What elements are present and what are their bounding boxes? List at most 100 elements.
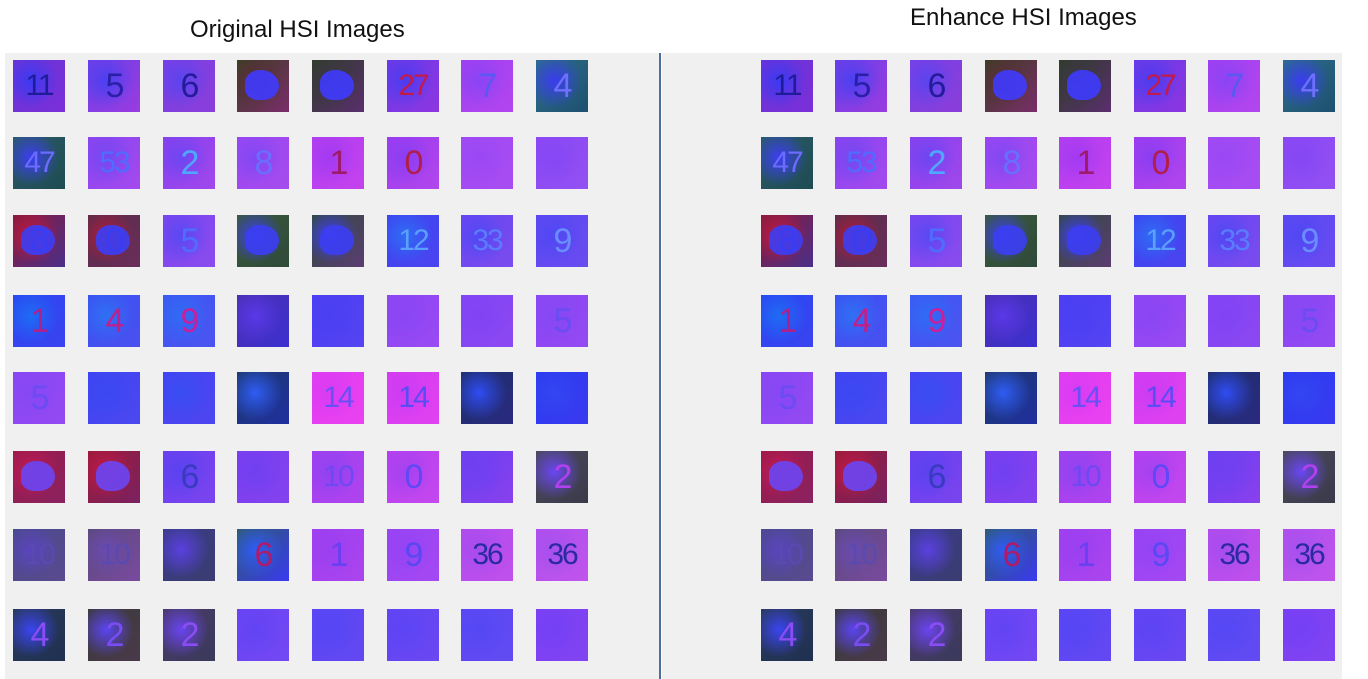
original-image-tile: 1 xyxy=(312,529,364,581)
tile-blob xyxy=(993,70,1027,100)
tile-digit: 33 xyxy=(1219,224,1250,257)
enhanced-image-tile xyxy=(910,372,962,424)
tile-digit: 6 xyxy=(927,458,947,496)
tile-blob xyxy=(1067,225,1101,255)
enhanced-image-tile: 7 xyxy=(1208,60,1260,112)
tile-digit: 14 xyxy=(323,381,354,414)
original-image-tile: 8 xyxy=(13,215,65,267)
enhanced-image-tile: 5 xyxy=(761,372,813,424)
tile-blob xyxy=(993,225,1027,255)
original-image-tile xyxy=(237,295,289,347)
enhanced-image-tile: 2 xyxy=(910,137,962,189)
tile-blob xyxy=(21,461,55,491)
enhanced-image-tile xyxy=(1134,609,1186,661)
original-image-tile xyxy=(163,529,215,581)
tile-digit: 2 xyxy=(852,616,872,654)
tile-digit: 14 xyxy=(398,381,429,414)
enhanced-image-tile: 9 xyxy=(1134,529,1186,581)
original-image-tile: 1 xyxy=(312,137,364,189)
tile-digit: 1 xyxy=(329,144,349,182)
enhanced-image-tile xyxy=(1059,215,1111,267)
tile-digit: 27 xyxy=(1145,69,1176,102)
tile-digit: 10 xyxy=(99,538,130,571)
original-image-tile xyxy=(237,372,289,424)
original-image-tile: 10 xyxy=(88,529,140,581)
tile-digit: 4 xyxy=(105,302,125,340)
enhanced-image-tile: 4 xyxy=(835,295,887,347)
enhanced-image-tile: 9 xyxy=(1283,215,1335,267)
enhanced-image-tile: 10 xyxy=(835,529,887,581)
tile-blob xyxy=(1067,70,1101,100)
panel-divider[interactable] xyxy=(659,53,661,679)
enhanced-image-tile xyxy=(985,609,1037,661)
original-image-tile xyxy=(461,451,513,503)
original-image-tile: 11 xyxy=(13,60,65,112)
enhanced-image-tile: 1 xyxy=(761,295,813,347)
enhanced-image-tile: 2 xyxy=(1283,451,1335,503)
enhanced-image-tile: 0 xyxy=(1134,137,1186,189)
enhanced-image-tile xyxy=(1134,295,1186,347)
original-image-tile: 4 xyxy=(536,60,588,112)
enhanced-image-tile: 4 xyxy=(1283,60,1335,112)
tile-digit: 2 xyxy=(105,616,125,654)
original-image-tile xyxy=(461,295,513,347)
tile-digit: 2 xyxy=(927,144,947,182)
enhanced-image-tile xyxy=(835,451,887,503)
original-image-tile xyxy=(461,609,513,661)
tile-digit: 53 xyxy=(99,146,130,179)
enhanced-image-tile: 27 xyxy=(1134,60,1186,112)
tile-blob xyxy=(96,225,130,255)
enhanced-image-tile: 6 xyxy=(985,529,1037,581)
tile-digit: 6 xyxy=(180,67,200,105)
enhanced-image-tile xyxy=(835,372,887,424)
original-image-tile: 36 xyxy=(461,529,513,581)
enhanced-image-tile xyxy=(1283,372,1335,424)
tile-blob xyxy=(843,461,877,491)
tile-digit: 4 xyxy=(553,67,573,105)
original-image-tile xyxy=(312,609,364,661)
original-image-tile: 0 xyxy=(387,451,439,503)
tile-digit: 14 xyxy=(1145,381,1176,414)
tile-digit: 1 xyxy=(1076,536,1096,574)
original-image-tile: 10 xyxy=(312,451,364,503)
original-image-tile xyxy=(312,215,364,267)
tile-digit: 1 xyxy=(329,536,349,574)
enhanced-image-tile xyxy=(985,451,1037,503)
original-image-tile: 10 xyxy=(13,529,65,581)
original-image-tile: 2 xyxy=(163,609,215,661)
tile-digit: 5 xyxy=(1300,302,1320,340)
tile-blob xyxy=(843,225,877,255)
original-image-tile xyxy=(387,609,439,661)
enhanced-image-tile: 47 xyxy=(761,137,813,189)
original-image-tile: 9 xyxy=(387,529,439,581)
enhanced-image-tile: 11 xyxy=(761,60,813,112)
enhanced-hsi-title: Enhance HSI Images xyxy=(910,4,1137,31)
enhanced-image-tile xyxy=(1059,609,1111,661)
original-image-tile xyxy=(88,372,140,424)
tile-digit: 6 xyxy=(180,458,200,496)
tile-digit: 9 xyxy=(927,302,947,340)
original-image-tile xyxy=(163,372,215,424)
original-image-tile xyxy=(536,609,588,661)
tile-digit: 9 xyxy=(1151,536,1171,574)
enhanced-image-tile: 0 xyxy=(1134,451,1186,503)
tile-digit: 27 xyxy=(398,69,429,102)
enhanced-image-tile: 10 xyxy=(1059,451,1111,503)
enhanced-image-tile: 36 xyxy=(1283,529,1335,581)
original-image-tile: 4 xyxy=(13,609,65,661)
original-image-tile: 0 xyxy=(387,137,439,189)
enhanced-image-tile xyxy=(1208,137,1260,189)
tile-digit: 2 xyxy=(927,616,947,654)
original-image-tile xyxy=(312,295,364,347)
original-image-tile xyxy=(13,451,65,503)
tile-digit: 47 xyxy=(772,146,803,179)
tile-digit: 11 xyxy=(25,69,54,102)
original-image-tile: 14 xyxy=(312,372,364,424)
tile-blob xyxy=(320,70,354,100)
original-image-tile: 4 xyxy=(88,295,140,347)
tile-digit: 5 xyxy=(553,302,573,340)
tile-digit: 2 xyxy=(1300,458,1320,496)
original-image-tile xyxy=(237,60,289,112)
tile-digit: 5 xyxy=(180,222,200,260)
original-image-tile: 6 xyxy=(237,529,289,581)
